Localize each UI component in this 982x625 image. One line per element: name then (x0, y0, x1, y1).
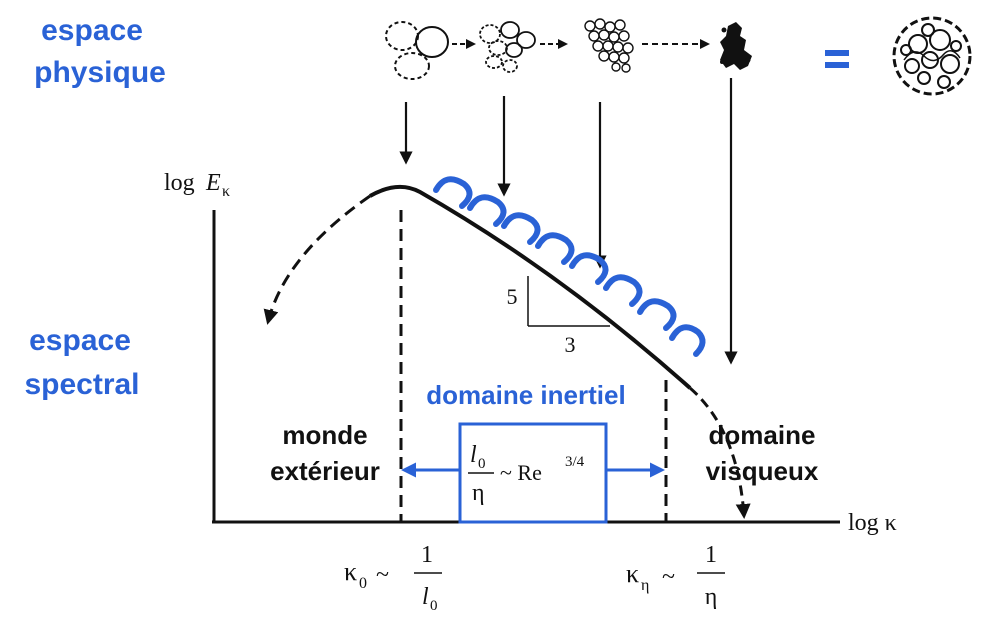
formula-denominator: η (472, 480, 485, 506)
kappa0-sub: 0 (359, 575, 367, 592)
viscous-domain-label-line1: domaine (709, 420, 816, 450)
kappa-eta-definition: κ η ~ 1 η (626, 542, 725, 610)
kappa0-numerator: 1 (421, 542, 433, 568)
equals-sign (825, 50, 849, 68)
physical-space-label-line1: espace (41, 14, 143, 47)
kappa-eta-sub: η (641, 577, 649, 594)
spectrum-curve (369, 184, 692, 390)
large-eddy-icon (385, 21, 449, 80)
outer-world-label-line1: monde (282, 420, 367, 450)
kappa0-tilde: ~ (376, 562, 389, 588)
scale-ratio-formula: l 0 η ~ Re 3/4 (468, 442, 585, 506)
scale-mapping-arrows (399, 78, 738, 365)
kappa-eta-symbol: κ (626, 559, 639, 588)
spectral-space-label-line2: spectral (24, 368, 139, 401)
formula-numerator-sub: 0 (478, 456, 486, 472)
formula-numerator-l: l (470, 442, 477, 468)
y-axis-E: E (205, 170, 221, 196)
y-axis-label: log E κ (164, 170, 230, 200)
slope-numerator: 5 (507, 284, 518, 309)
formula-exponent: 3/4 (565, 454, 585, 470)
physical-space-label-line2: physique (34, 56, 166, 89)
tiny-eddies-icon (720, 22, 752, 70)
y-axis-log: log (164, 170, 195, 196)
medium-eddies-icon (479, 21, 536, 73)
kappa0-den-l: l (422, 584, 429, 610)
slope-denominator: 3 (565, 332, 576, 357)
spectral-space-label-line1: espace (29, 324, 131, 357)
kappa0-symbol: κ (344, 557, 357, 586)
kappa0-den-sub: 0 (430, 598, 438, 614)
kappa-eta-denominator: η (705, 584, 718, 610)
kappa0-definition: κ 0 ~ 1 l 0 (344, 542, 442, 614)
spectrum-large-scale-dashed (263, 194, 371, 325)
x-axis-label: log κ (848, 510, 897, 536)
kappa-eta-tilde: ~ (662, 564, 675, 590)
kappa-eta-numerator: 1 (705, 542, 717, 568)
small-eddies-icon (584, 18, 634, 73)
slope-triangle (527, 276, 610, 327)
y-axis-kappa-sub: κ (222, 183, 230, 200)
viscous-domain-label-line2: visqueux (706, 456, 819, 486)
spectrum-viscous-dashed (689, 386, 751, 519)
formula-tilde-re: ~ Re (500, 460, 542, 485)
turbulence-ball-icon (892, 16, 972, 96)
energy-cascade-curls (433, 176, 706, 357)
inertial-domain-label: domaine inertiel (426, 380, 625, 410)
outer-world-label-line2: extérieur (270, 456, 380, 486)
